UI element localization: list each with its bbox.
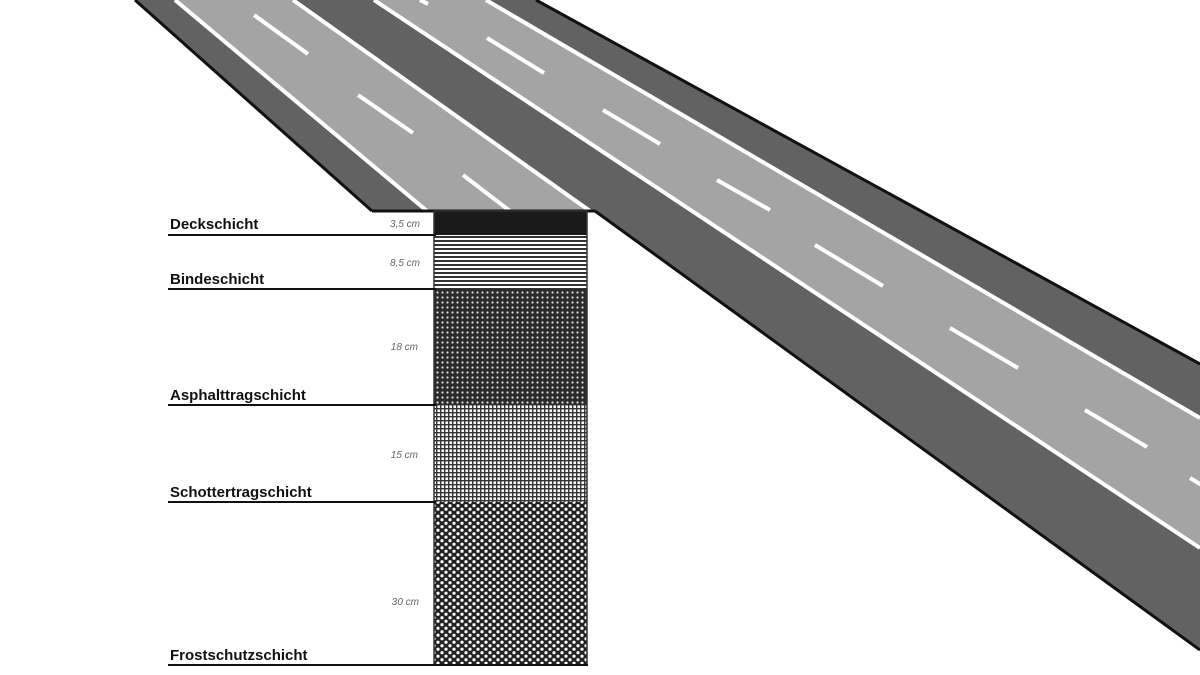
center-dash <box>485 36 546 75</box>
center-dash <box>252 13 310 56</box>
edge-line <box>372 0 1200 550</box>
center-dash <box>601 108 662 146</box>
layer-thickness: 8,5 cm <box>390 258 420 269</box>
lane-markings <box>173 0 1200 550</box>
edge-line <box>291 0 592 213</box>
center-dash <box>716 178 771 212</box>
edge-line <box>484 0 1200 420</box>
center-dash <box>419 0 429 6</box>
layer-label: Frostschutzschicht <box>170 647 308 664</box>
layer-schottertragschicht <box>434 405 587 502</box>
edge-line <box>173 0 429 213</box>
layer-deckschicht <box>434 211 587 235</box>
center-dash <box>1083 408 1149 449</box>
center-dash <box>948 326 1020 370</box>
center-dash <box>356 93 415 135</box>
layer-label: Schottertragschicht <box>170 484 312 501</box>
label-lines <box>168 234 588 666</box>
layer-thickness: 15 cm <box>391 450 418 461</box>
layer-column <box>433 210 588 666</box>
center-dash <box>813 243 885 288</box>
layer-thickness: 3,5 cm <box>390 219 420 230</box>
center-dash <box>1188 476 1200 492</box>
layer-bindeschicht <box>434 235 587 289</box>
center-dash <box>461 173 512 213</box>
layer-thickness: 18 cm <box>391 342 418 353</box>
layer-thickness: 30 cm <box>392 597 419 608</box>
layer-asphalttragschicht <box>434 289 587 405</box>
layer-label: Deckschicht <box>170 216 258 233</box>
layer-label: Bindeschicht <box>170 271 264 288</box>
left-carriageway-lane <box>175 0 590 211</box>
layer-label: Asphalttragschicht <box>170 387 306 404</box>
layer-frostschutzschicht <box>434 502 587 665</box>
